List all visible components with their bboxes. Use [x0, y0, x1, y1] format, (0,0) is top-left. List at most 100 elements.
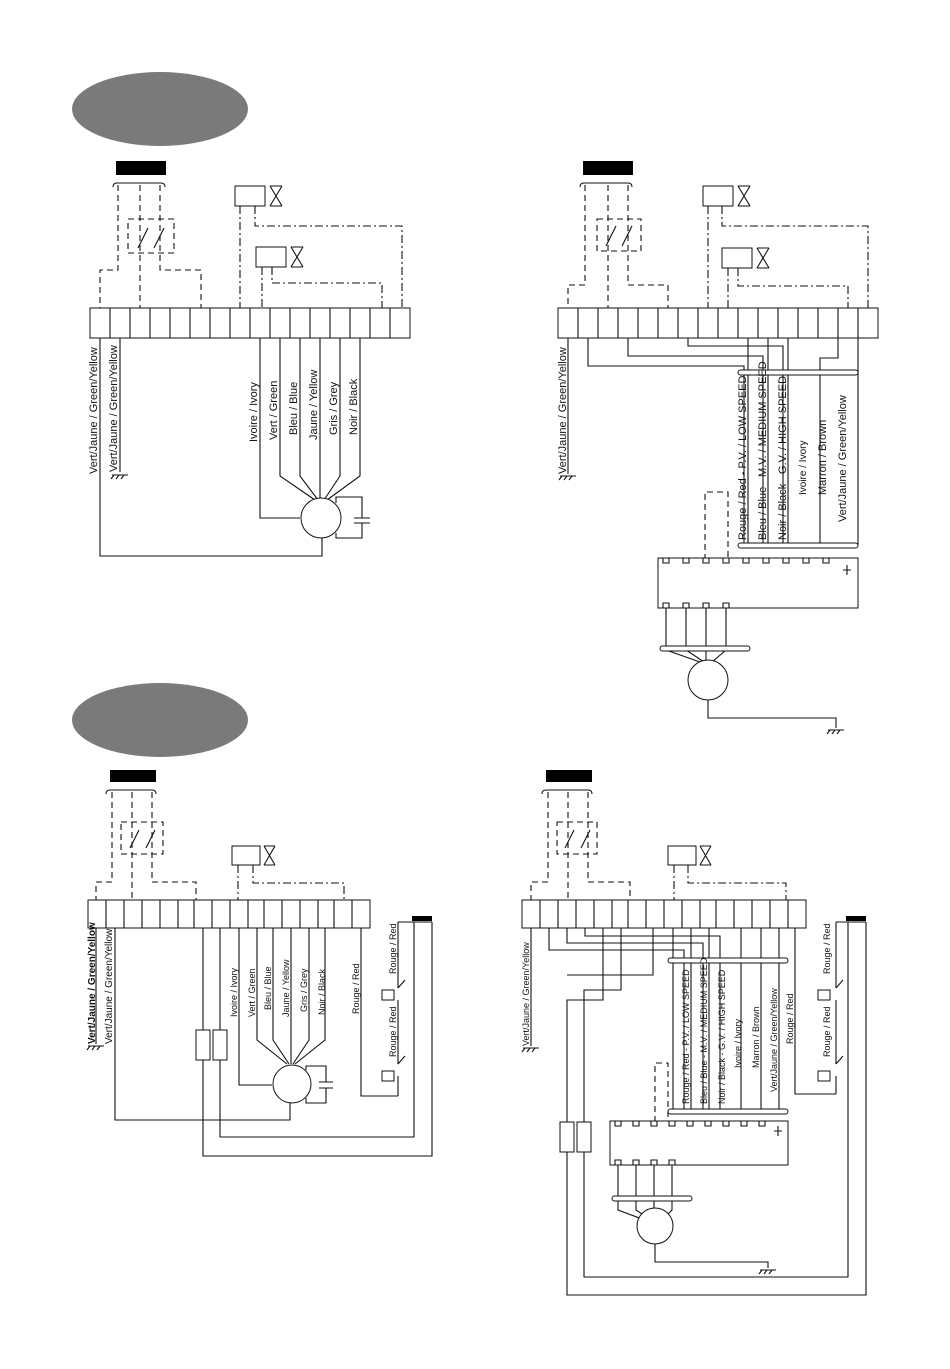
motor-wire-label-5: Gris / Grey: [328, 381, 340, 435]
power-supply-label-block-4: [546, 770, 592, 782]
valve-icon-4: [756, 247, 770, 269]
connector-plug-2: [846, 916, 866, 921]
motor-wire-label-4: Jaune / Yellow: [308, 370, 320, 440]
earth-label-3a: Vert/Jaune / Green/Yellow: [87, 922, 98, 1044]
cable-wire-label-4-4: Ivoire / Ivory: [733, 1018, 743, 1068]
cable-wire-label-5: Marron / Brown: [817, 420, 829, 495]
isolator-switch-box-2: [596, 218, 642, 252]
cable-wire-label-4: Ivoire / Ivory: [798, 441, 809, 495]
switch-label-4b: Rouge / Red: [822, 1006, 832, 1057]
speed-control-module-1: [657, 557, 859, 609]
thermostat-icon-1: [381, 989, 395, 1001]
motor-wire-label-3-1: Ivoire / Ivory: [229, 967, 239, 1017]
thermostat-icon-2: [381, 1070, 395, 1082]
terminal-block-2: [557, 307, 879, 339]
earth-label-3b: Vert/Jaune / Green/Yellow: [104, 928, 115, 1044]
ground-symbol-icon-2: [774, 1126, 782, 1136]
cable-wire-label-1: Rouge / Red - P.V. / LOW SPEED: [737, 375, 749, 540]
cable-clamp-top-2: [667, 957, 789, 964]
motor-wire-label-1: Ivoire / Ivory: [248, 382, 260, 442]
valve-actuator-5: [231, 845, 261, 866]
terminal-block-3: [87, 899, 371, 929]
cable-wire-label-3: Noir / Black - G.V. / HIGH SPEED: [777, 376, 789, 540]
thermostat-icon-4: [817, 1070, 831, 1082]
switch-label-3b: Rouge / Red: [388, 1006, 398, 1057]
earth-label-1a: Vert/Jaune / Green/Yellow: [88, 347, 100, 474]
section-oval-2: [72, 683, 248, 757]
valve-icon-1: [269, 185, 283, 207]
speed-control-module-2: [609, 1120, 789, 1166]
valve-icon-2: [290, 246, 304, 268]
earth-ground-icon-1: [110, 474, 128, 480]
motor-icon-3: [272, 1064, 312, 1104]
cable-wire-label-4-1: Rouge / Red - P.V. / LOW SPEED: [681, 969, 691, 1104]
red-wire-label-4: Rouge / Red: [785, 993, 795, 1044]
cable-clamp-motor-1: [659, 645, 751, 652]
motor-icon-1: [300, 497, 342, 539]
cable-wire-label-4-6: Vert/Jaune / Green/Yellow: [769, 988, 779, 1092]
cable-wire-label-4-3: Noir / Black - G.V. / HIGH SPEED: [717, 969, 727, 1104]
motor-wire-label-3-6: Noir / Black: [317, 968, 327, 1015]
terminal-block-4: [521, 899, 807, 929]
power-supply-label-block: [116, 161, 166, 175]
cable-clamp-top: [737, 369, 859, 376]
isolator-switch-icon-3: [129, 829, 156, 849]
motor-wire-label-3-3: Bleu / Blue: [263, 966, 273, 1010]
earth-ground-icon-6: [758, 1269, 776, 1275]
resistor-icon-2: [212, 1029, 228, 1061]
valve-icon-3: [737, 185, 751, 207]
power-supply-label-block-3: [110, 770, 156, 782]
capacitor-icon-2: [319, 1081, 333, 1089]
diagram-2: Vert/Jaune / Green/Yellow Rouge / Red - …: [557, 161, 879, 735]
section-oval-1: [72, 72, 248, 146]
isolator-switch-box: [127, 218, 175, 254]
valve-actuator-2: [255, 246, 287, 268]
ground-symbol-icon: [843, 565, 851, 575]
resistor-icon-4: [576, 1121, 592, 1153]
earth-ground-icon-3: [826, 729, 844, 735]
motor-wire-label-3-5: Gris / Grey: [299, 968, 309, 1012]
resistor-icon-1: [195, 1029, 211, 1061]
valve-actuator-3: [702, 185, 734, 207]
switch-label-4a: Rouge / Red: [822, 923, 832, 974]
earth-label-2: Vert/Jaune / Green/Yellow: [557, 347, 569, 474]
valve-actuator-4: [721, 247, 753, 269]
isolator-switch-box-3: [120, 821, 164, 855]
isolator-switch-box-4: [556, 821, 598, 855]
valve-actuator-6: [667, 845, 697, 866]
motor-wire-label-3-4: Jaune / Yellow: [281, 959, 291, 1017]
terminal-block-1: [89, 307, 411, 339]
switch-label-3a: Rouge / Red: [388, 923, 398, 974]
cable-clamp-motor-2: [611, 1195, 693, 1202]
diagram-3: Vert/Jaune / Green/Yellow Vert/Jaune / G…: [72, 683, 433, 1157]
connector-plug-1: [412, 916, 432, 921]
motor-wire-label-3: Bleu / Blue: [288, 382, 300, 435]
motor-wire-label-3-2: Vert / Green: [247, 968, 257, 1017]
power-supply-label-block-2: [583, 161, 633, 175]
resistor-icon-3: [559, 1121, 575, 1153]
cable-clamp-bottom: [737, 542, 859, 549]
capacitor-icon-1: [354, 517, 370, 524]
earth-label-1b: Vert/Jaune / Green/Yellow: [108, 345, 120, 472]
earth-ground-icon-5: [521, 1047, 539, 1053]
isolator-switch-icon-4: [564, 829, 591, 849]
motor-wire-label-6: Noir / Black: [348, 378, 360, 435]
isolator-switch-icon-2: [605, 225, 633, 247]
motor-icon-4: [636, 1207, 674, 1245]
supply-bracket: [112, 182, 166, 188]
earth-label-4: Vert/Jaune / Green/Yellow: [521, 942, 531, 1046]
valve-icon-6: [699, 845, 712, 866]
valve-actuator-1: [234, 185, 266, 207]
diagram-4: Vert/Jaune / Green/Yellow Rouge / Red - …: [521, 770, 867, 1296]
isolator-switch-icon: [137, 227, 165, 249]
motor-wire-label-2: Vert / Green: [268, 381, 280, 440]
valve-icon-5: [263, 845, 276, 866]
cable-clamp-bottom-2: [667, 1108, 789, 1115]
thermostat-icon-3: [817, 989, 831, 1001]
earth-ground-icon-2: [558, 475, 576, 481]
earth-ground-icon-4: [86, 1045, 104, 1051]
red-wire-label-3: Rouge / Red: [351, 963, 361, 1014]
diagram-1: Vert/Jaune / Green/Yellow Vert/Jaune / G…: [72, 72, 411, 557]
